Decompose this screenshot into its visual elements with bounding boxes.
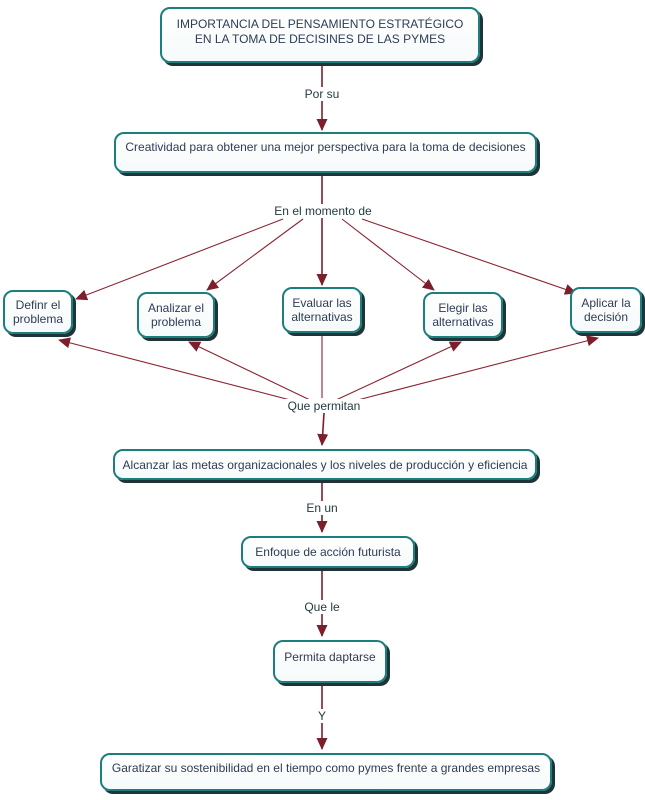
connector-label-y[interactable]: Y — [314, 709, 330, 723]
connector-label-en-el-momento-de[interactable]: En el momento de — [271, 204, 375, 218]
node-creatividad[interactable]: Creatividad para obtener una mejor persp… — [114, 132, 537, 173]
connector-label-en-un[interactable]: En un — [303, 501, 341, 515]
node-analizar-el-problema[interactable]: Analizar el problema — [137, 292, 215, 338]
node-aplicar-la-decision[interactable]: Aplicar la decisión — [570, 287, 642, 333]
node-title[interactable]: IMPORTANCIA DEL PENSAMIENTO ESTRATÉGICO … — [160, 7, 480, 63]
node-alcanzar-metas[interactable]: Alcanzar las metas organizacionales y lo… — [113, 449, 537, 480]
node-evaluar-las-alternativas[interactable]: Evaluar las alternativas — [282, 287, 362, 333]
connector-label-que-permitan[interactable]: Que permitan — [284, 399, 364, 413]
node-enfoque-futurista[interactable]: Enfoque de acción futurista — [241, 536, 415, 568]
connector-label-que-le[interactable]: Que le — [301, 600, 343, 614]
node-definr-el-problema[interactable]: Definr el problema — [3, 290, 73, 334]
node-permita-daptarse[interactable]: Permita daptarse — [273, 640, 387, 683]
node-garatizar-sostenibilidad[interactable]: Garatizar su sostenibilidad en el tiempo… — [100, 753, 552, 791]
node-elegir-las-alternativas[interactable]: Elegir las alternativas — [423, 292, 503, 338]
connector-label-por-su[interactable]: Por su — [301, 87, 343, 101]
